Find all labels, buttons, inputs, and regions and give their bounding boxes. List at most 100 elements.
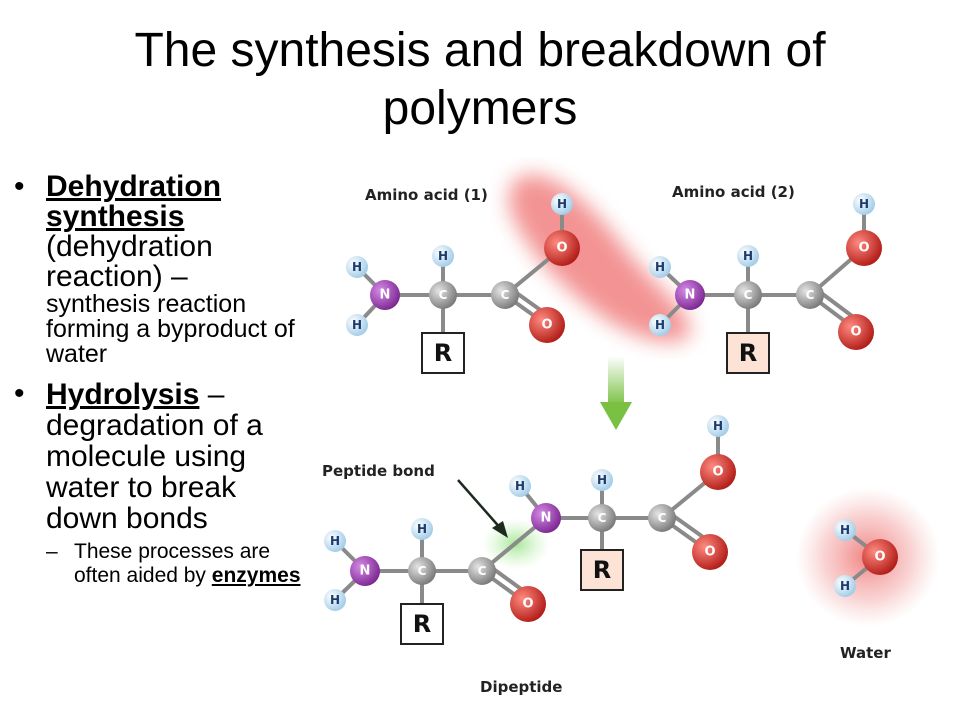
oxygen-atom-label: O [874, 550, 885, 565]
carbon-atom-label: C [439, 288, 448, 302]
hydrogen-atom: H [853, 193, 875, 215]
svg-text:R: R [739, 339, 757, 367]
hydrogen-atom-label: H [330, 593, 340, 607]
enzymes-sentence: These processes are often aided by [74, 540, 271, 587]
oxygen-atom: O [544, 230, 580, 266]
hydrolysis-description: – degradation of a molecule using water … [46, 378, 263, 535]
oxygen-atom-label: O [556, 241, 567, 256]
carbon-atom-label: C [598, 511, 607, 525]
oxygen-atom: O [510, 586, 546, 622]
dehydration-description: synthesis reaction forming a byproduct o… [46, 290, 295, 368]
hydrogen-atom: H [834, 519, 856, 541]
svg-text:R: R [434, 339, 452, 367]
oxygen-atom: O [529, 307, 565, 343]
hydrogen-atom-label: H [352, 260, 362, 274]
oxygen-atom: O [862, 539, 898, 575]
label-amino-acid-2: Amino acid (2) [672, 183, 795, 201]
nitrogen-atom: N [675, 280, 705, 310]
oxygen-atom-label: O [712, 465, 723, 480]
hydrogen-atom-label: H [557, 197, 567, 211]
oxygen-atom-label: O [850, 325, 861, 340]
oxygen-atom: O [838, 314, 874, 350]
title-line-1: The synthesis and breakdown of [134, 24, 826, 77]
label-water: Water [840, 644, 891, 662]
oxygen-atom-label: O [858, 241, 869, 256]
nitrogen-atom-label: N [541, 511, 552, 526]
label-peptide-bond: Peptide bond [322, 462, 435, 480]
hydrogen-atom: H [551, 193, 573, 215]
svg-text:R: R [413, 610, 431, 638]
hydrogen-atom-label: H [655, 318, 665, 332]
nitrogen-atom-label: N [380, 288, 391, 303]
label-dipeptide: Dipeptide [480, 678, 562, 696]
carbon-atom-label: C [806, 288, 815, 302]
enzymes-term: enzymes [211, 564, 301, 587]
dehydration-paren: (dehydration reaction) – [46, 230, 213, 293]
svg-text:R: R [593, 556, 611, 584]
bullet-dehydration: • Dehydration synthesis (dehydration rea… [14, 172, 314, 367]
carbon-atom-label: C [478, 564, 487, 578]
oxygen-atom-label: O [522, 597, 533, 612]
r-group-3: R [400, 603, 444, 645]
sub-bullet-enzymes: – These processes are often aided by enz… [14, 540, 314, 588]
peptide-bond-pointer [457, 479, 503, 531]
carbon-atom: C [468, 557, 496, 585]
hydrogen-atom: H [707, 415, 729, 437]
carbon-atom-label: C [501, 288, 510, 302]
oxygen-atom: O [846, 230, 882, 266]
carbon-atom-label: C [744, 288, 753, 302]
carbon-atom: C [408, 557, 436, 585]
hydrogen-atom: H [649, 256, 671, 278]
bullet-hydrolysis: • Hydrolysis – degradation of a molecule… [14, 378, 314, 535]
nitrogen-atom-label: N [360, 564, 371, 579]
hydrogen-atom-label: H [438, 249, 448, 263]
carbon-atom-label: C [418, 564, 427, 578]
nitrogen-atom: N [370, 280, 400, 310]
carbon-atom: C [734, 281, 762, 309]
hydrogen-atom-label: H [655, 260, 665, 274]
nitrogen-atom-label: N [685, 288, 696, 303]
hydrogen-atom: H [509, 475, 531, 497]
r-group-2: R [726, 332, 770, 374]
bullet-dot: • [14, 170, 25, 203]
hydrogen-atom-label: H [417, 522, 427, 536]
hydrogen-atom-label: H [743, 249, 753, 263]
carbon-atom: C [648, 504, 676, 532]
hydrogen-atom: H [324, 589, 346, 611]
water-removal-highlight [508, 174, 691, 342]
hydrogen-atom-label: H [859, 197, 869, 211]
bullet-list: • Dehydration synthesis (dehydration rea… [14, 172, 314, 588]
hydrogen-atom: H [737, 245, 759, 267]
hydrogen-atom: H [346, 314, 368, 336]
sub-bullet-dash: – [46, 540, 58, 563]
hydrogen-atom: H [432, 245, 454, 267]
r-group-4: R [580, 549, 624, 591]
carbon-atom-label: C [658, 511, 667, 525]
hydrogen-atom-label: H [840, 579, 850, 593]
hydrogen-atom-label: H [597, 473, 607, 487]
carbon-atom: C [429, 281, 457, 309]
hydrogen-atom-label: H [352, 318, 362, 332]
nitrogen-atom: N [531, 503, 561, 533]
hydrogen-atom: H [346, 256, 368, 278]
hydrogen-atom-label: H [840, 523, 850, 537]
title-line-2: polymers [382, 82, 578, 135]
carbon-atom: C [588, 504, 616, 532]
reaction-arrow [600, 356, 632, 430]
carbon-atom: C [491, 281, 519, 309]
hydrogen-atom: H [411, 518, 433, 540]
oxygen-atom: O [692, 534, 728, 570]
oxygen-atom: O [700, 454, 736, 490]
hydrogen-atom: H [324, 530, 346, 552]
hydrogen-atom: H [591, 469, 613, 491]
term-hydrolysis: Hydrolysis [46, 378, 200, 411]
nitrogen-atom: N [350, 556, 380, 586]
r-groups: R R R R [400, 332, 770, 645]
r-group-1: R [421, 332, 465, 374]
oxygen-atom-label: O [541, 318, 552, 333]
label-amino-acid-1: Amino acid (1) [365, 186, 488, 204]
hydrogen-atom-label: H [330, 534, 340, 548]
slide-title: The synthesis and breakdown of polymers [0, 22, 960, 138]
